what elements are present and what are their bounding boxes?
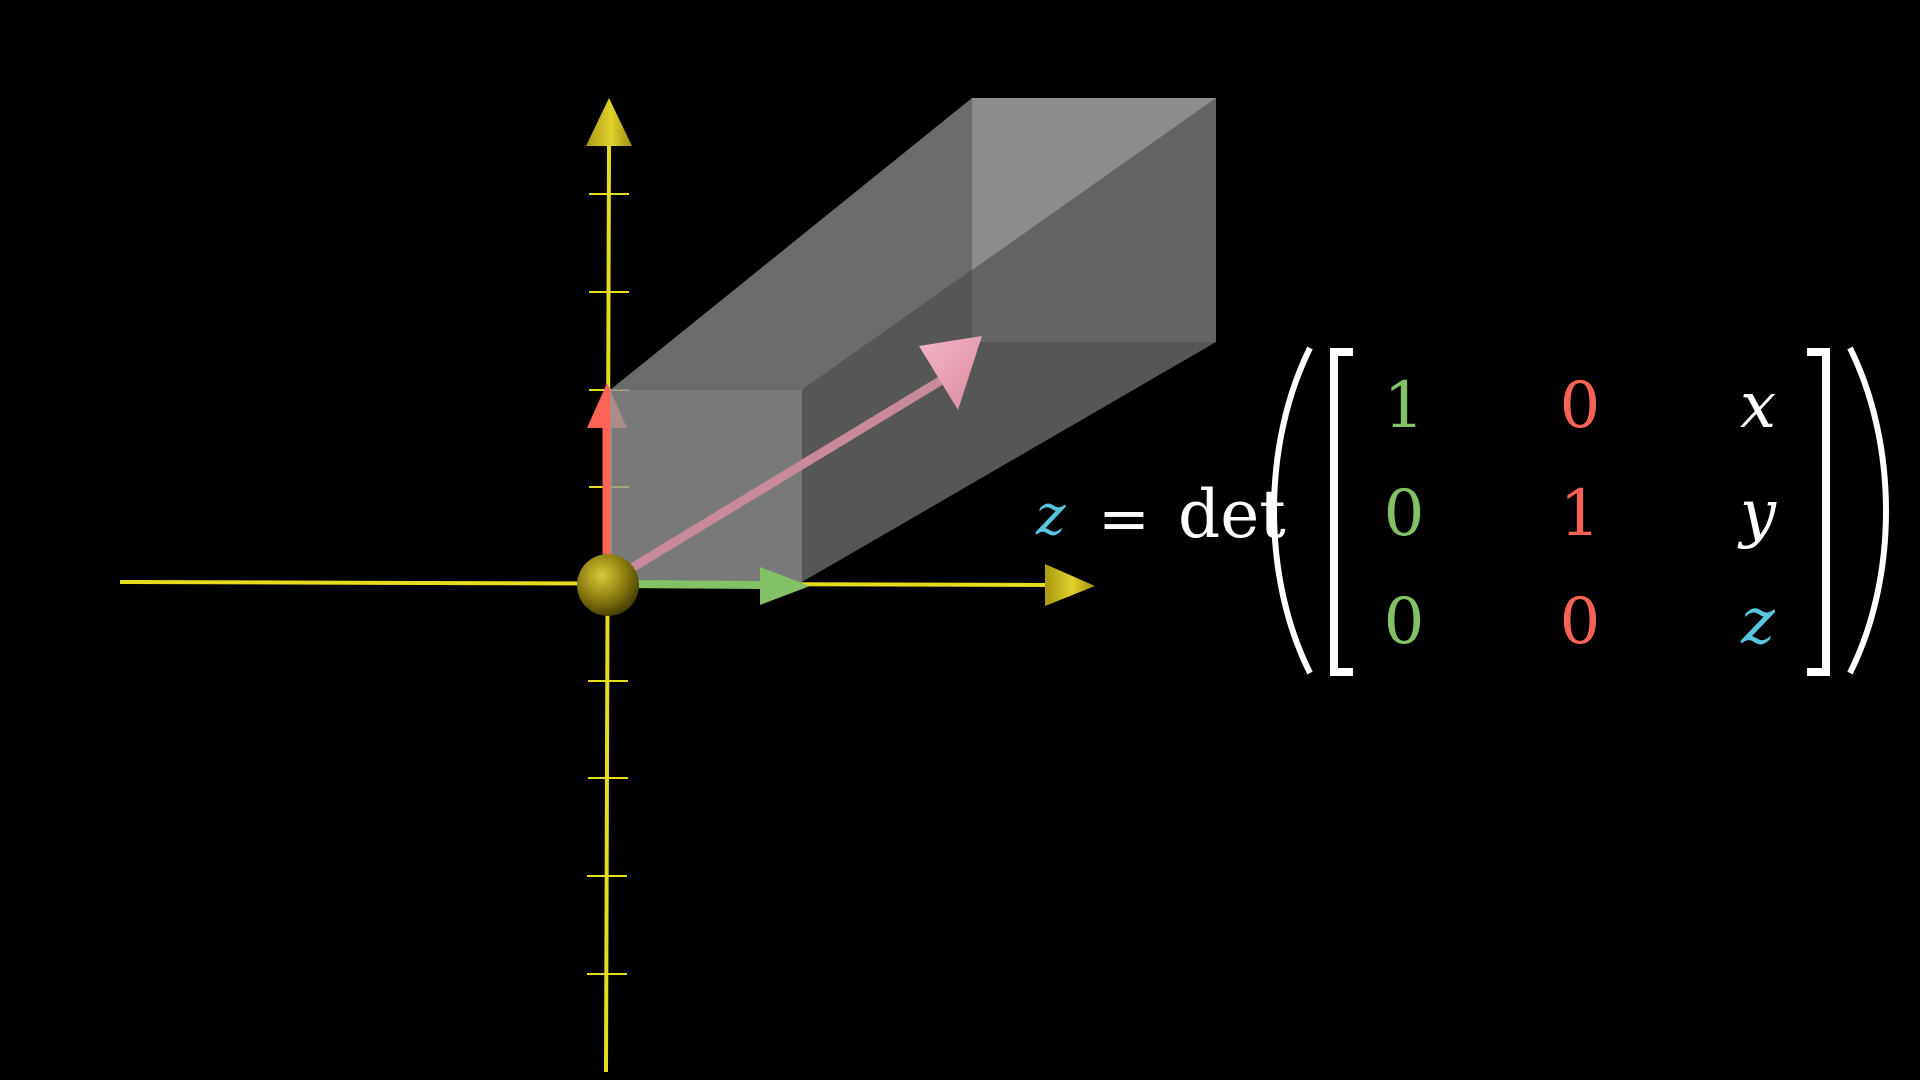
right-bracket xyxy=(1807,348,1830,676)
det-operator: det xyxy=(1178,476,1286,553)
matrix-cell-r2-c3: y xyxy=(1739,477,1777,551)
lhs-variable-z: z xyxy=(1036,483,1066,548)
matrix-cell-r3-c2: 0 xyxy=(1559,585,1601,659)
matrix-cell-r3-c3: z xyxy=(1741,585,1775,659)
matrix-cell-r2-c1: 0 xyxy=(1383,477,1425,551)
equals-sign: = xyxy=(1098,482,1150,555)
y-axis-arrowhead xyxy=(586,98,632,146)
box-side-face xyxy=(802,98,1216,582)
parallelepiped-box xyxy=(610,98,1216,582)
i-hat-vector xyxy=(614,567,810,605)
right-parenthesis xyxy=(1847,346,1889,675)
matrix-delimiters xyxy=(1271,346,1889,676)
input-vector xyxy=(609,336,982,584)
matrix-cell-r1-c2: 0 xyxy=(1559,369,1601,443)
matrix-cell-r1-c1: 1 xyxy=(1383,369,1425,443)
matrix-cell-r1-c3: x xyxy=(1739,369,1777,443)
left-bracket xyxy=(1330,348,1353,676)
box-front-face xyxy=(610,390,802,582)
origin-sphere xyxy=(577,554,639,616)
x-axis-arrowhead xyxy=(1045,564,1095,606)
matrix-cell-r3-c1: 0 xyxy=(1383,585,1425,659)
matrix-cell-r2-c2: 1 xyxy=(1559,477,1601,551)
left-parenthesis xyxy=(1271,346,1313,675)
y-axis-ticks xyxy=(587,193,629,975)
